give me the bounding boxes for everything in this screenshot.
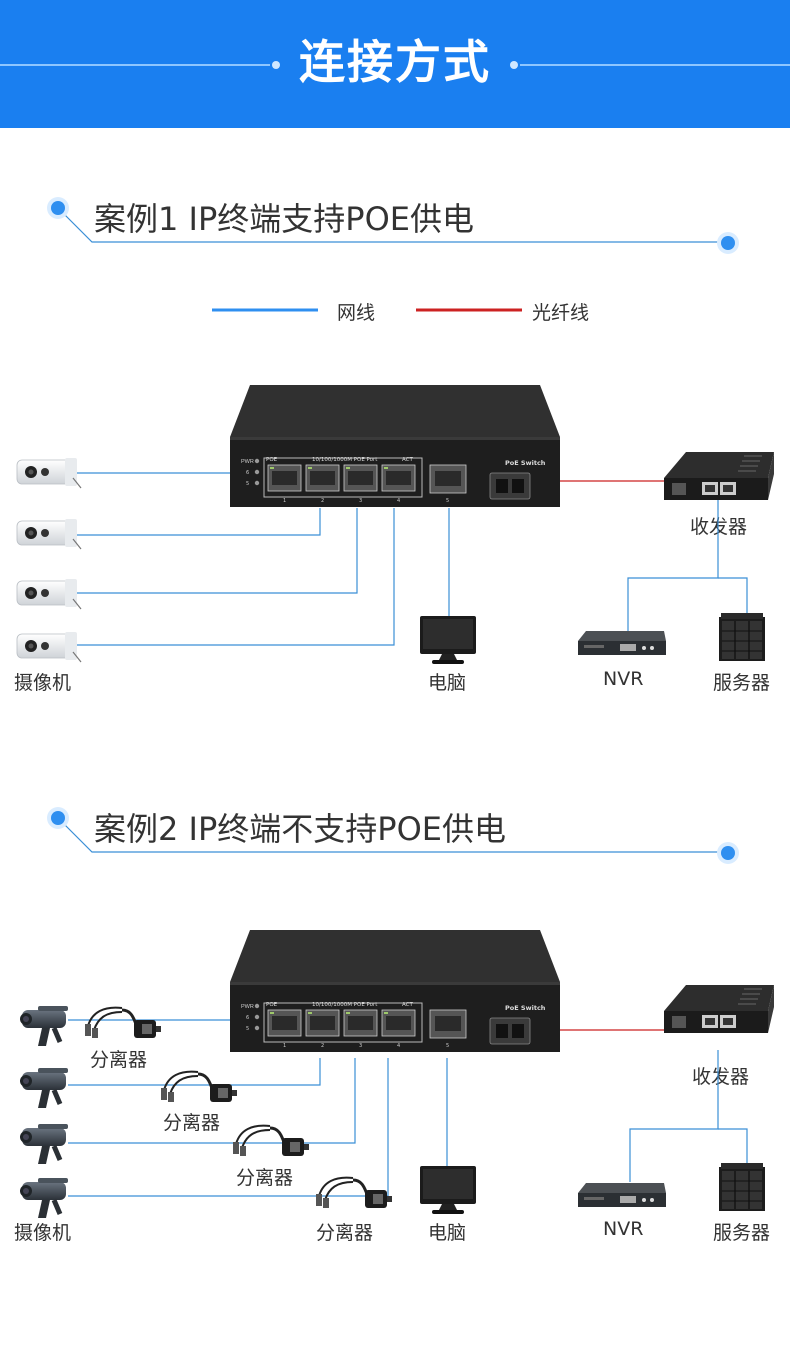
case1-poe-switch	[229, 384, 561, 508]
case1-camera-3	[16, 578, 82, 610]
case1-camera-label: 摄像机	[14, 672, 72, 694]
case2-title: 案例2 IP终端不支持POE供电	[94, 810, 506, 848]
case1-title: 案例1 IP终端支持POE供电	[94, 200, 474, 238]
legend-fiber-label: 光纤线	[532, 302, 590, 324]
case2-splitter-2	[159, 1070, 239, 1104]
page-title: 连接方式	[299, 35, 491, 89]
case1-title-decoration	[47, 197, 739, 254]
case2-server-label: 服务器	[713, 1222, 771, 1244]
case2-nvr	[578, 1183, 666, 1207]
case1-camera-1	[16, 457, 82, 489]
case2-nvr-label: NVR	[603, 1218, 644, 1240]
case2-camera-1	[20, 1006, 68, 1046]
case2-poe-switch	[229, 929, 561, 1053]
case2-camera-4	[20, 1178, 68, 1218]
case1-server-label: 服务器	[713, 672, 771, 694]
case2-camera-label: 摄像机	[14, 1222, 72, 1244]
case1-nvr	[578, 631, 666, 655]
case2-splitter-label-4: 分离器	[316, 1222, 374, 1244]
case2-end-dot	[717, 842, 739, 864]
case2-title-decoration	[47, 807, 739, 864]
case2-splitter-4	[314, 1176, 394, 1210]
case2-splitter-3	[231, 1124, 311, 1158]
case1-wiring	[68, 472, 748, 646]
case2-splitter-label-1: 分离器	[90, 1049, 148, 1071]
banner-left-dot	[272, 61, 280, 69]
banner-right-line	[520, 64, 790, 66]
case1-server	[718, 612, 766, 662]
case1-end-dot	[717, 232, 739, 254]
header-banner: 连接方式	[0, 0, 790, 128]
case1-camera-4	[16, 631, 82, 663]
case2-transceiver-label: 收发器	[692, 1066, 750, 1088]
case2-server	[718, 1162, 766, 1212]
case2-pc-monitor	[420, 1166, 476, 1214]
case2-transceiver	[663, 984, 775, 1034]
case2-pc-label: 电脑	[428, 1222, 467, 1244]
case2-splitter-label-3: 分离器	[236, 1167, 294, 1189]
case2-camera-3	[20, 1124, 68, 1164]
case1-transceiver	[663, 451, 775, 501]
case1-camera-2	[16, 518, 82, 550]
case2-splitter-1	[83, 1006, 163, 1040]
case1-pc-label: 电脑	[428, 672, 467, 694]
banner-left-line	[0, 64, 270, 66]
case1-nvr-label: NVR	[603, 668, 644, 690]
case2-start-dot	[47, 807, 69, 829]
case2-camera-2	[20, 1068, 68, 1108]
case2-splitter-label-2: 分离器	[163, 1112, 221, 1134]
case1-start-dot	[47, 197, 69, 219]
case1-pc-monitor	[420, 616, 476, 664]
banner-right-dot	[510, 61, 518, 69]
legend-network-label: 网线	[337, 302, 376, 324]
